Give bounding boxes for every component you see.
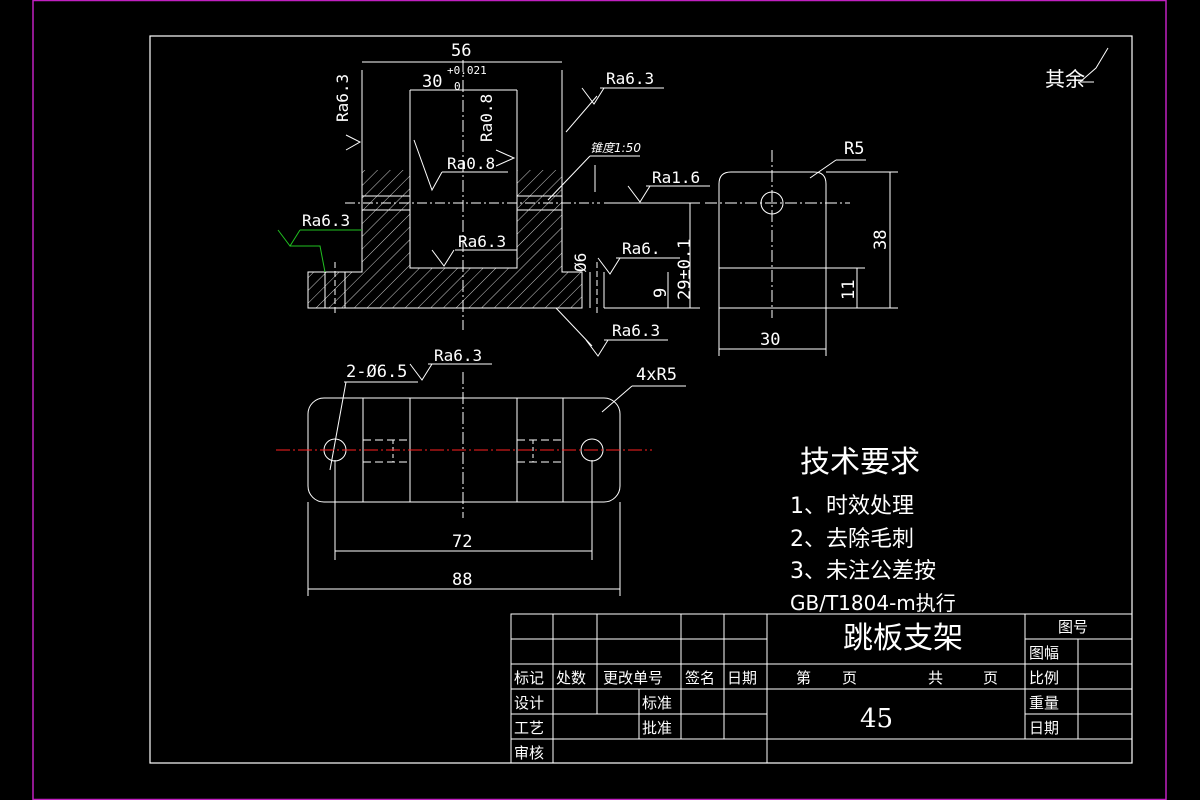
tech-requirements: 技术要求 1、时效处理 2、去除毛刺 3、未注公差按 GB/T1804-m执行	[790, 445, 956, 615]
label-drawing-no: 图号	[1058, 618, 1088, 636]
label-sheet-size: 图幅	[1029, 644, 1059, 662]
ra-slot-wall: Ra0.8	[477, 94, 496, 142]
label-design: 设计	[514, 694, 544, 712]
dim-slot-30: 30	[422, 72, 442, 92]
ra-slot-bottom: Ra6.3	[458, 232, 506, 251]
top-dim-spacing: 72	[452, 532, 472, 552]
label-date: 日期	[1029, 719, 1059, 737]
top-view: 2-Ø6.5 Ra6.3 4xR5 72 88	[307, 346, 686, 596]
tech-item-4: GB/T1804-m执行	[790, 591, 956, 615]
header-change-no: 更改单号	[603, 669, 663, 687]
header-count: 处数	[556, 669, 586, 687]
tolerance-lower: 0	[454, 80, 461, 93]
left-ra-leader	[277, 229, 362, 273]
part-name: 跳板支架	[843, 621, 963, 656]
tolerance-upper: +0.021	[447, 64, 487, 77]
header-mark: 标记	[514, 669, 544, 687]
tech-item-1: 1、时效处理	[790, 494, 914, 519]
dim-base-9: 9	[651, 288, 671, 298]
label-weight: 重量	[1029, 694, 1059, 712]
top-ra: Ra6.3	[434, 346, 482, 365]
ra-top-right: Ra6.3	[606, 69, 654, 88]
tech-item-3: 3、未注公差按	[790, 559, 936, 584]
label-review: 审核	[514, 744, 544, 762]
ra-hole-bore: Ra0.8	[447, 154, 495, 173]
tech-heading: 技术要求	[800, 445, 920, 480]
front-outline	[307, 70, 583, 309]
side-dim-width: 30	[760, 330, 780, 350]
side-dim-lower: 11	[839, 280, 859, 300]
title-block	[510, 613, 1133, 764]
top-corner-radius: 4xR5	[636, 365, 677, 385]
label-scale: 比例	[1029, 669, 1059, 687]
dim-width-56: 56	[451, 41, 471, 61]
label-page: 第	[796, 669, 811, 687]
dim-height-29: 29±0.1	[675, 239, 695, 300]
ra-hole-right: Ra1.6	[652, 168, 700, 187]
dia-pin: Ø6	[571, 253, 590, 272]
title-block-text: 跳板支架 45 标记 处数 更改单号 签名 日期 设计 标准 工艺 批准 审核 …	[514, 618, 1088, 762]
ra-left-side: Ra6.3	[302, 211, 350, 230]
inner-border	[149, 35, 1133, 764]
tech-item-2: 2、去除毛刺	[790, 527, 914, 552]
corner-note: 其余	[1045, 67, 1085, 91]
label-total-unit: 页	[983, 669, 998, 687]
ra-right-step: Ra6.	[622, 239, 661, 258]
side-dim-height: 38	[871, 230, 891, 250]
front-section-hatch	[308, 170, 582, 308]
header-signature: 签名	[685, 669, 715, 687]
taper-note: 锥度1:50	[590, 141, 641, 155]
side-radius: R5	[844, 139, 864, 159]
ra-bottom-right: Ra6.3	[612, 321, 660, 340]
top-holes: 2-Ø6.5	[346, 362, 407, 382]
material: 45	[860, 704, 893, 734]
ra-top-left: Ra6.3	[333, 74, 352, 122]
label-page-unit: 页	[842, 669, 857, 687]
side-view: R5 38 11 30	[705, 139, 898, 356]
label-total: 共	[928, 669, 943, 687]
label-approve: 批准	[642, 719, 672, 737]
top-dim-length: 88	[452, 570, 472, 590]
header-date: 日期	[727, 669, 757, 687]
label-standard: 标准	[642, 694, 672, 712]
label-process: 工艺	[514, 719, 544, 737]
front-view: 56 30 +0.021 0 Ra6.3 Ra6.3 Ra0.8 Ra0.8 锥…	[302, 41, 710, 357]
surface-finish-note: 其余	[1045, 47, 1109, 91]
side-outline	[718, 171, 827, 309]
